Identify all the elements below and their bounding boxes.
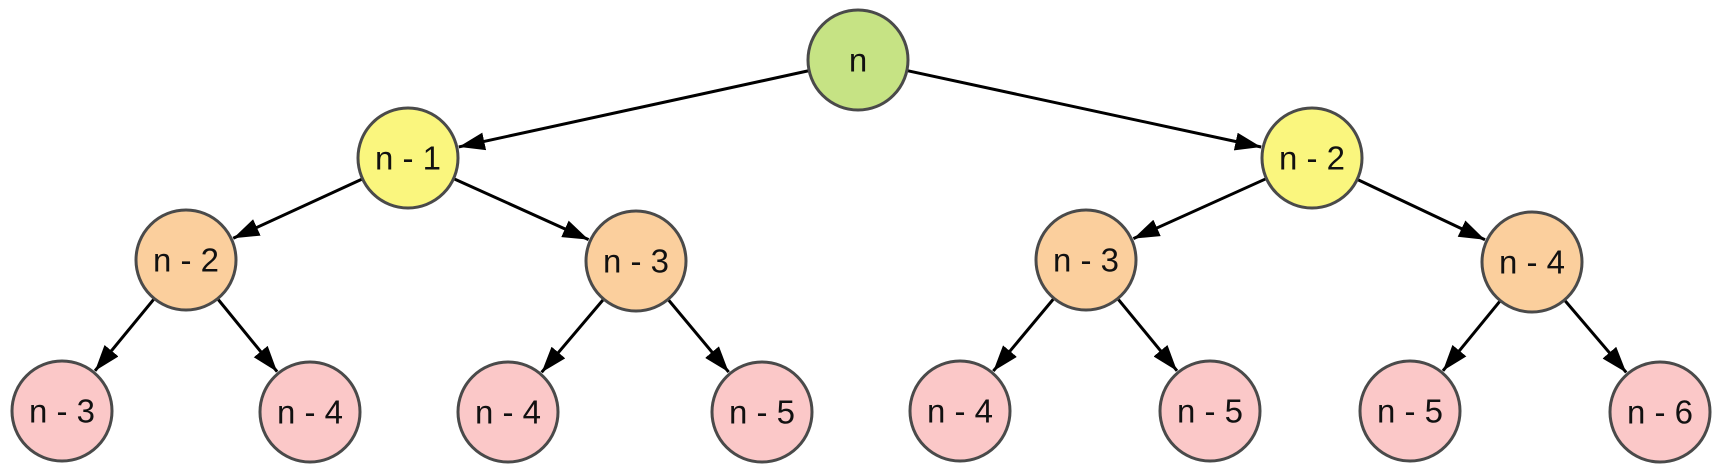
tree-node-label: n - 4 <box>277 394 343 431</box>
tree-edge-arrow-n5-n11 <box>992 297 1056 373</box>
tree-node-n6-level2-orange: n - 4 <box>1480 210 1584 314</box>
tree-edge-arrow-n5-n12 <box>1116 297 1179 372</box>
tree-edge-arrow-n0-n2 <box>906 69 1262 151</box>
tree-node-label: n - 2 <box>153 242 219 279</box>
tree-node-circle <box>134 208 238 312</box>
tree-edge-arrow-n6-n14 <box>1563 299 1628 374</box>
tree-edge-arrow-n3-n7 <box>93 297 156 372</box>
tree-node-n12-level3-pink: n - 5 <box>1158 359 1262 463</box>
tree-node-circle <box>356 106 460 210</box>
tree-edge-arrow-n4-n10 <box>666 298 730 374</box>
tree-node-circle <box>806 8 910 112</box>
tree-node-n1-level1-yellow: n - 1 <box>356 106 460 210</box>
tree-node-n0-root-green: n <box>806 8 910 112</box>
tree-node-circle <box>1608 360 1712 464</box>
tree-node-n13-level3-pink: n - 5 <box>1358 359 1462 463</box>
tree-node-label: n - 4 <box>1499 244 1565 281</box>
tree-node-label: n - 5 <box>1377 393 1443 430</box>
tree-edge-arrow-n2-n6 <box>1356 178 1486 242</box>
tree-node-circle <box>1260 106 1364 210</box>
tree-node-label: n - 5 <box>729 394 795 431</box>
tree-node-n3-level2-orange: n - 2 <box>134 208 238 312</box>
tree-node-n10-level3-pink: n - 5 <box>710 360 814 464</box>
tree-node-n7-level3-pink: n - 3 <box>10 359 114 463</box>
tree-node-n11-level3-pink: n - 4 <box>908 359 1012 463</box>
tree-node-label: n - 3 <box>29 393 95 430</box>
tree-node-n5-level2-orange: n - 3 <box>1034 208 1138 312</box>
tree-node-n4-level2-orange: n - 3 <box>584 209 688 313</box>
tree-node-n14-level3-pink: n - 6 <box>1608 360 1712 464</box>
tree-edge-arrow-n6-n13 <box>1441 299 1502 372</box>
tree-node-n2-level1-yellow: n - 2 <box>1260 106 1364 210</box>
tree-edge-arrow-n0-n1 <box>458 69 810 151</box>
tree-node-label: n - 3 <box>603 243 669 280</box>
tree-node-label: n - 6 <box>1627 394 1693 431</box>
tree-node-circle <box>1158 359 1262 463</box>
tree-node-circle <box>456 360 560 464</box>
tree-edge-arrow-n3-n8 <box>216 297 279 373</box>
tree-edge-arrow-n1-n3 <box>232 177 364 240</box>
tree-node-circle <box>258 360 362 464</box>
tree-node-label: n - 3 <box>1053 242 1119 279</box>
tree-node-circle <box>584 209 688 313</box>
tree-node-circle <box>1034 208 1138 312</box>
tree-node-circle <box>1358 359 1462 463</box>
tree-node-circle <box>710 360 814 464</box>
tree-node-circle <box>10 359 114 463</box>
tree-node-label: n <box>849 42 867 79</box>
tree-node-circle <box>1480 210 1584 314</box>
tree-node-label: n - 1 <box>375 140 441 177</box>
tree-node-label: n - 4 <box>927 393 993 430</box>
tree-node-n8-level3-pink: n - 4 <box>258 360 362 464</box>
tree-node-n9-level3-pink: n - 4 <box>456 360 560 464</box>
tree-node-label: n - 4 <box>475 394 541 431</box>
tree-edge-arrow-n2-n5 <box>1132 177 1268 240</box>
tree-edge-arrow-n4-n9 <box>540 298 605 374</box>
tree-node-label: n - 5 <box>1177 393 1243 430</box>
tree-edge-arrow-n1-n4 <box>452 177 590 241</box>
tree-node-circle <box>908 359 1012 463</box>
tree-node-label: n - 2 <box>1279 140 1345 177</box>
